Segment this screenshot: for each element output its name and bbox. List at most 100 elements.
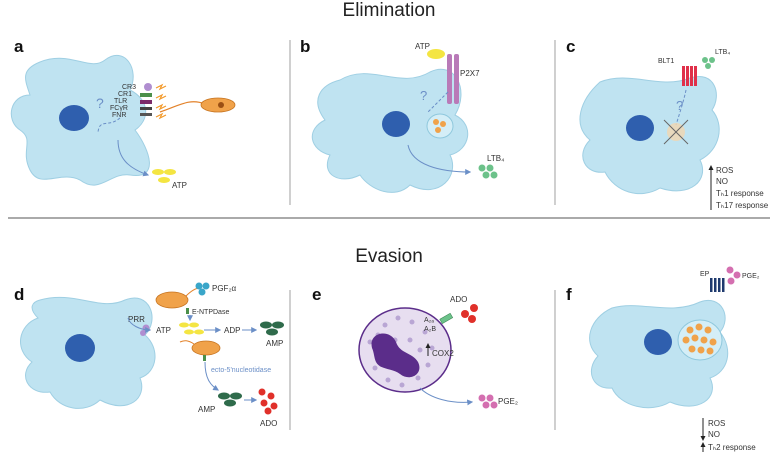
panel-letter-e: e [312,285,321,304]
atp-molecule-icon [152,169,164,175]
ltb4-ligand-icon [702,57,708,63]
receptor-cr3-icon [144,83,152,91]
signal-mark-icon [155,83,167,91]
signal-mark-icon [155,103,167,111]
arrow-prr-atp [127,317,152,333]
ltb4-molecule-icon [478,164,486,172]
pge-molecule-icon [478,394,486,402]
phagosome-b [426,113,454,139]
amastigote-icon [440,121,446,127]
p2x7-receptor-icon [447,54,452,104]
ltb4-ligand-icon [705,63,711,69]
pgf-molecule-icon [195,282,203,290]
arrow-atp-release [117,139,150,177]
a2-receptor-icon [439,312,454,325]
receptor-tlr-icon [140,100,152,104]
atp-molecule-icon [164,169,176,175]
atp-molecule-icon [189,322,199,328]
ado-molecule-icon [468,315,476,323]
label-pgf: PGF₂α [212,284,237,293]
label-prr: PRR [128,315,145,324]
label-p2x7: P2X7 [460,69,480,78]
panel-letter-c: c [566,37,575,56]
neutrophil-nucleus [371,333,420,378]
effect-no-f: NO [708,430,720,439]
amp-molecule-icon [266,328,278,336]
nucleus-d [65,334,95,362]
amastigotes-f [682,323,717,355]
effect-th1-c: Tₕ1 response [716,189,764,198]
arrow-ecto-amp [204,361,220,391]
label-fcgr: FCγR [110,105,128,112]
label-adp: ADP [224,326,240,335]
label-blt1: BLT1 [658,58,674,65]
parasite-nucleus [218,102,224,108]
ltb4-molecule-icon [486,164,494,172]
amp-molecule-icon [224,399,236,407]
dashed-signal-b [427,91,449,113]
entpdase-enzyme-icon [186,308,189,314]
cross-mark-icon [663,119,689,145]
ltb4-molecule-icon [490,171,498,179]
ltb4-molecule-icon [482,171,490,179]
label-cox2: COX2 [432,349,454,358]
label-fnr: FNR [112,112,126,119]
arrow-ltb4-release [407,144,472,175]
ep-receptor-icon [718,278,721,292]
nucleus-c [626,115,654,141]
panel-letter-f: f [566,285,572,304]
effect-ros-c: ROS [716,166,733,175]
pge-molecule-icon [733,271,741,279]
ado-molecule-icon [264,407,272,415]
label-pge-e: PGE₂ [498,397,518,406]
p2x7-receptor-icon [454,54,459,104]
amastigote-icon [435,127,441,133]
blt1-receptor-icon [690,66,693,86]
label-entpdase: E-NTPDase [192,309,229,316]
pge-molecule-icon [490,401,498,409]
arrow-pge-release [419,387,474,406]
amp-molecule-icon [272,321,284,329]
dashed-signal-c [675,89,687,126]
ep-receptor-icon [714,278,717,292]
ado-molecule-icon [258,388,266,396]
atp-molecule-icon [194,329,204,335]
effect-no-c: NO [716,177,728,186]
question-mark-icon: ? [96,95,104,111]
pgf-molecule-icon [202,282,210,290]
nucleus-f [644,329,672,355]
section-title-evasion: Evasion [355,246,423,267]
signal-mark-icon [155,112,167,120]
label-atp-b: ATP [415,42,430,51]
panel-b: b ATP P2X7 ? LTB₄ [300,37,504,193]
label-atp-a: ATP [172,181,187,190]
ep-receptor-icon [722,278,725,292]
blt1-receptor-icon [682,66,685,86]
label-ep: EP [700,271,710,278]
atp-molecule-icon [158,177,170,183]
ep-receptor-icon [710,278,713,292]
nucleus-b [382,111,410,137]
panel-letter-a: a [14,37,24,56]
label-a2b: A₂B [424,326,436,333]
receptor-fcgr-icon [140,107,152,110]
pge-molecule-icon [482,401,490,409]
section-title-elimination: Elimination [343,0,436,21]
ado-molecule-icon [260,399,268,407]
signal-mark-icon [155,93,167,101]
nucleus-a [59,105,89,131]
receptor-fnr-icon [140,113,152,116]
pge-molecule-icon [727,277,735,285]
effect-th17-c: Tₕ17 response [716,201,769,210]
parasite-flagellum [179,340,195,345]
panel-letter-b: b [300,37,310,56]
pgf-molecule-icon [198,288,206,296]
panel-a: a CR3 CR1 TLR FCγR FNR ? ATP [10,37,236,190]
pge-molecule-icon [726,266,734,274]
effect-ros-f: ROS [708,419,725,428]
ecto-nucleotidase-enzyme-icon [203,355,206,361]
atp-molecule-icon [184,329,194,335]
amp-molecule-icon [230,392,242,400]
parasite-d2 [191,340,221,356]
